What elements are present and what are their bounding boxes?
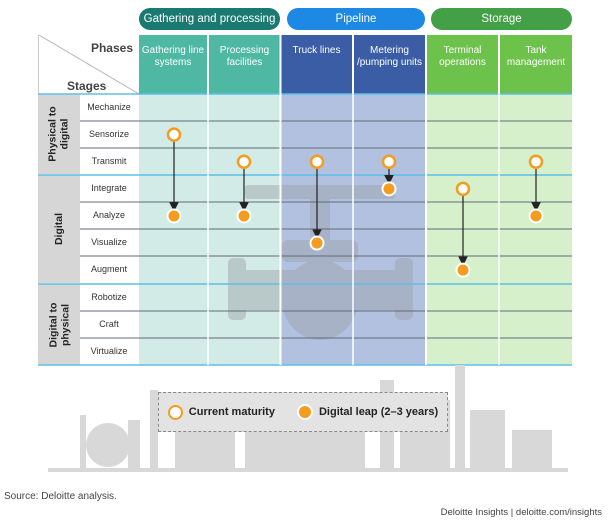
digital-leap-point	[455, 262, 471, 278]
current-maturity-point	[236, 154, 252, 169]
phase-metering-pumping-units: Metering /pumping units	[354, 35, 425, 94]
current-maturity-point	[166, 127, 182, 142]
digital-leap-point	[236, 208, 252, 224]
corner-diagonal	[39, 35, 139, 94]
current-maturity-marker	[167, 404, 183, 420]
stage-analyze: Analyze	[92, 210, 126, 220]
phase-processing-facilities: Processing facilities	[209, 35, 280, 94]
current-maturity-point	[455, 181, 471, 197]
digital-leap-point	[309, 235, 325, 251]
digital-leap-point	[528, 208, 544, 224]
digital-leap-marker	[296, 404, 313, 420]
source-note: Source: Deloitte analysis.	[4, 491, 117, 502]
transitions-layer	[166, 127, 544, 278]
current-maturity-point	[381, 154, 397, 169]
phase-terminal-operations: Terminal operations	[427, 35, 498, 94]
valve-watermark	[228, 185, 413, 340]
stage-mechanize: Mechanize	[87, 102, 131, 112]
group-digital-to-physical: Digital to physical	[38, 284, 80, 365]
group-physical-to-digital: Physical to digital	[38, 94, 80, 174]
stage-virtualize: Virtualize	[90, 346, 128, 356]
current-maturity-point	[528, 154, 544, 169]
digital-leap-point	[166, 208, 182, 224]
brand-credit: Deloitte Insights | deloitte.com/insight…	[440, 507, 602, 518]
header-band-pipeline: Pipeline	[287, 8, 425, 30]
corner-cell: Phases Stages	[38, 35, 139, 94]
stage-integrate: Integrate	[91, 183, 127, 193]
legend-leap-label: Digital leap (2–3 years)	[318, 406, 439, 418]
stage-sensorize: Sensorize	[88, 129, 130, 139]
stage-robotize: Robotize	[91, 292, 127, 302]
phase-truck-lines: Truck lines	[281, 35, 352, 94]
digital-leap-point	[381, 181, 397, 197]
header-band-storage: Storage	[431, 8, 572, 30]
current-maturity-point	[309, 154, 325, 169]
phase-gathering-line-systems: Gathering line systems	[139, 35, 207, 94]
stage-transmit: Transmit	[91, 156, 127, 166]
group-digital: Digital	[38, 175, 80, 283]
stage-visualize: Visualize	[91, 237, 127, 247]
header-band-gathering: Gathering and processing	[139, 8, 280, 30]
legend-box: Current maturity Digital leap (2–3 years…	[158, 392, 448, 432]
stage-craft: Craft	[99, 319, 119, 329]
phases-label: Phases	[90, 41, 133, 55]
stage-augment: Augment	[90, 264, 128, 274]
phase-tank-management: Tank management	[500, 35, 572, 94]
legend-current-label: Current maturity	[188, 406, 275, 418]
stages-label: Stages	[67, 79, 107, 93]
